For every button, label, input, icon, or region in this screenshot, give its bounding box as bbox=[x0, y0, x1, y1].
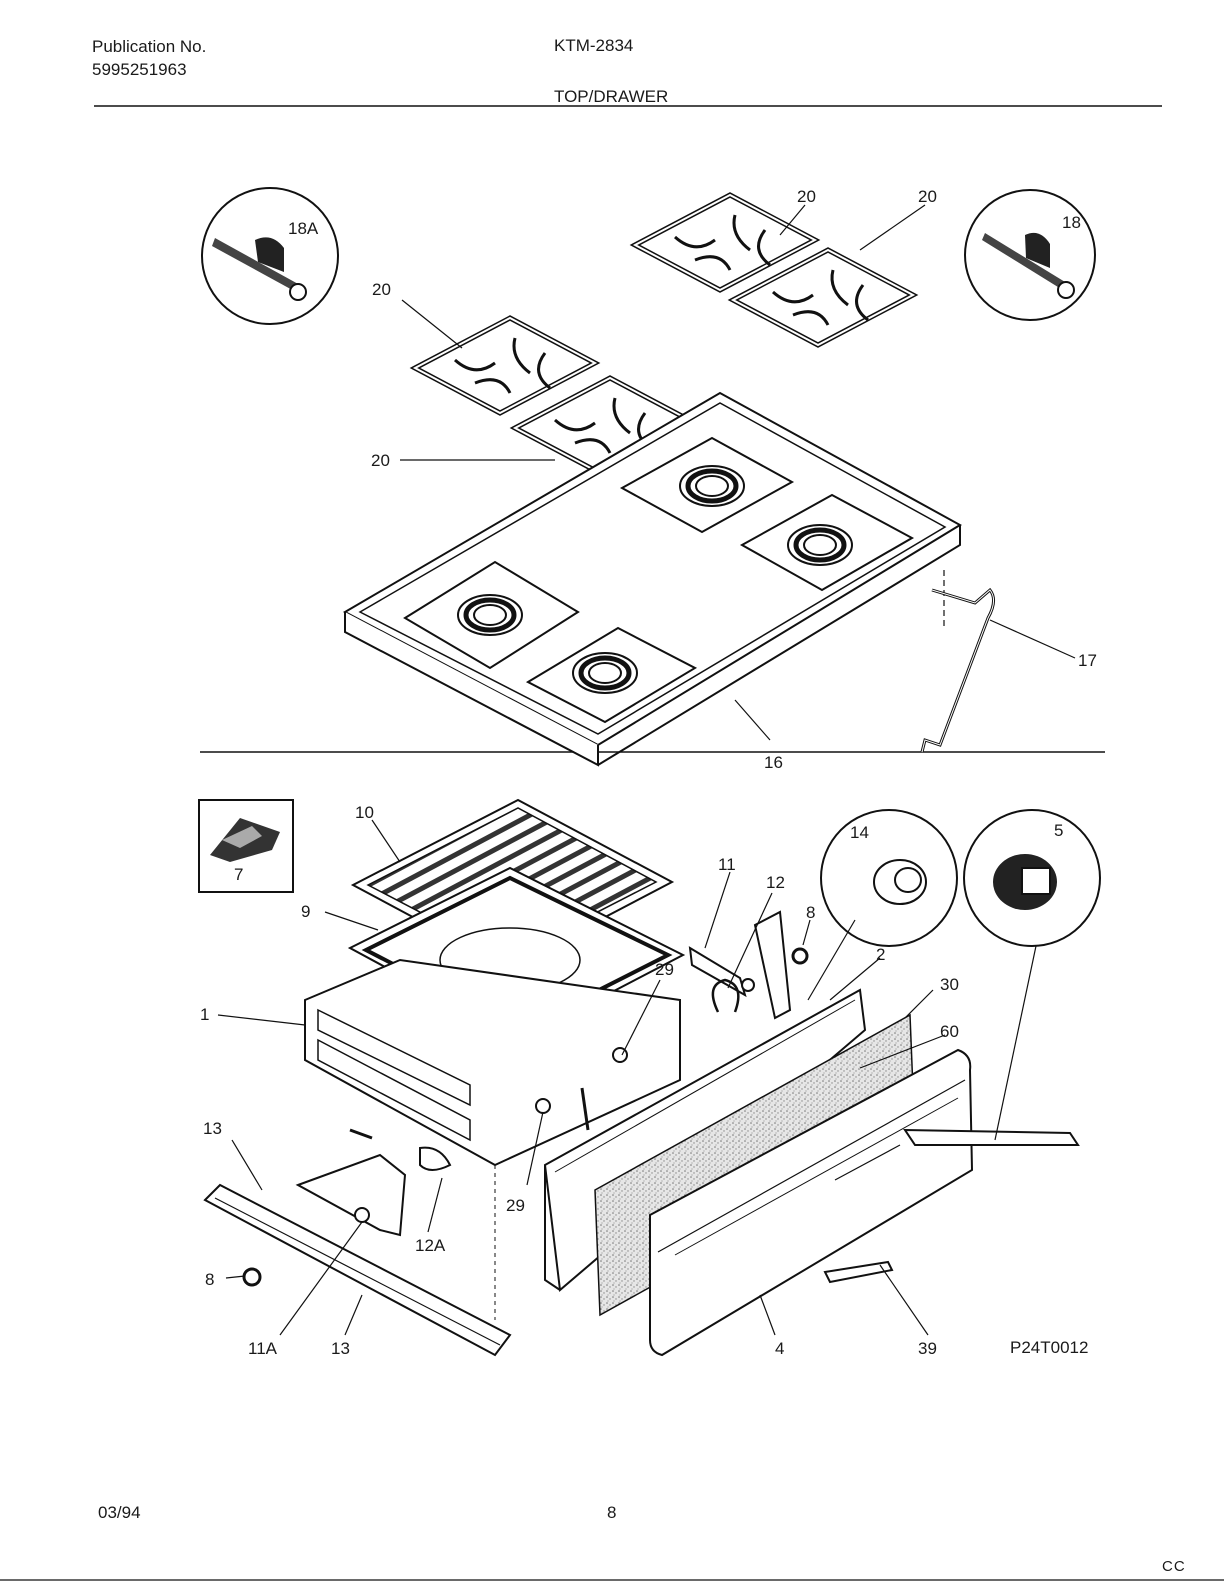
callout-12: 12 bbox=[766, 873, 785, 892]
detail-circle-5 bbox=[963, 809, 1101, 947]
callout-5: 5 bbox=[1054, 821, 1063, 840]
callout-60: 60 bbox=[940, 1022, 959, 1041]
callout-9: 9 bbox=[301, 902, 310, 921]
callout-30: 30 bbox=[940, 975, 959, 994]
callout-4: 4 bbox=[775, 1339, 784, 1358]
callout-20-d: 20 bbox=[371, 451, 390, 470]
callout-16: 16 bbox=[764, 753, 783, 772]
burner-grate-top-right-a bbox=[635, 195, 815, 290]
section-title: TOP/DRAWER bbox=[554, 87, 669, 106]
callout-13-a: 13 bbox=[203, 1119, 222, 1138]
callout-29-b: 29 bbox=[506, 1196, 525, 1215]
figure-code: P24T0012 bbox=[1010, 1338, 1088, 1357]
leader-lines-bottom bbox=[217, 819, 1037, 1336]
callout-1: 1 bbox=[200, 1005, 209, 1024]
wire-support-17 bbox=[920, 570, 995, 753]
page-number: 8 bbox=[607, 1503, 617, 1522]
detail-circle-18 bbox=[964, 189, 1096, 321]
leader-lines-top bbox=[400, 204, 1076, 741]
publication-label: Publication No. bbox=[92, 37, 207, 56]
callout-2: 2 bbox=[876, 945, 885, 964]
callout-11: 11 bbox=[718, 855, 736, 874]
callout-20-c: 20 bbox=[372, 280, 391, 299]
drawer-trim-39 bbox=[823, 1128, 1080, 1284]
callout-10: 10 bbox=[355, 803, 374, 822]
callout-13-b: 13 bbox=[331, 1339, 350, 1358]
callout-20-b: 20 bbox=[918, 187, 937, 206]
model-number: KTM-2834 bbox=[554, 36, 634, 55]
footer-mark: CC bbox=[1162, 1558, 1186, 1575]
drawer-bracket-11-12 bbox=[688, 910, 809, 1020]
callout-8-b: 8 bbox=[205, 1270, 214, 1289]
footer-date: 03/94 bbox=[98, 1503, 141, 1522]
callout-7: 7 bbox=[234, 865, 243, 884]
detail-circle-14 bbox=[820, 809, 958, 947]
callout-labels: 18A 18 20 20 20 20 17 16 7 10 9 1 11 12 … bbox=[200, 187, 1097, 1358]
cooktop-main-top bbox=[342, 391, 962, 767]
detail-box-7 bbox=[198, 799, 294, 893]
drawer-slide-13 bbox=[203, 1087, 590, 1357]
publication-number: 5995251963 bbox=[92, 60, 187, 79]
callout-8-a: 8 bbox=[806, 903, 815, 922]
callout-11a: 11A bbox=[248, 1339, 278, 1358]
callout-18: 18 bbox=[1062, 213, 1081, 232]
detail-circle-18a bbox=[201, 187, 339, 325]
callout-39: 39 bbox=[918, 1339, 937, 1358]
burner-grate-top-right-b bbox=[733, 250, 913, 345]
callout-18a: 18A bbox=[288, 219, 319, 238]
drawer-front-panel-4 bbox=[649, 1048, 974, 1357]
callout-20-a: 20 bbox=[797, 187, 816, 206]
callout-29-a: 29 bbox=[655, 960, 674, 979]
callout-12a: 12A bbox=[415, 1236, 446, 1255]
callout-17: 17 bbox=[1078, 651, 1097, 670]
callout-14: 14 bbox=[850, 823, 869, 842]
